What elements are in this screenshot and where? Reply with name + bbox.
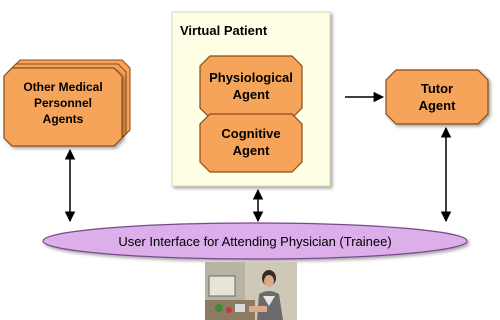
tutor-agent-label-line1: Tutor: [421, 81, 453, 96]
tutor-agent-box[interactable]: Tutor Agent: [385, 69, 489, 125]
physiological-agent-label-line2: Agent: [233, 87, 271, 102]
cognitive-agent-box[interactable]: Cognitive Agent: [199, 113, 303, 173]
physiological-agent-box[interactable]: Physiological Agent: [199, 55, 303, 119]
cognitive-agent-label-line1: Cognitive: [221, 126, 280, 141]
user-interface-label: User Interface for Attending Physician (…: [118, 234, 391, 249]
other-personnel-label-line2: Personnel: [34, 96, 92, 110]
virtual-patient-title: Virtual Patient: [180, 23, 268, 38]
tutor-agent-label-line2: Agent: [419, 98, 457, 113]
user-interface-ellipse[interactable]: User Interface for Attending Physician (…: [42, 222, 468, 260]
physiological-agent-label-line1: Physiological: [209, 70, 293, 85]
cognitive-agent-label-line2: Agent: [233, 143, 271, 158]
other-personnel-agents-stack[interactable]: Other Medical Personnel Agents: [3, 59, 131, 147]
trainee-photo-icon: [205, 262, 297, 320]
other-personnel-label-line1: Other Medical: [23, 80, 102, 94]
other-personnel-label-line3: Agents: [43, 112, 84, 126]
